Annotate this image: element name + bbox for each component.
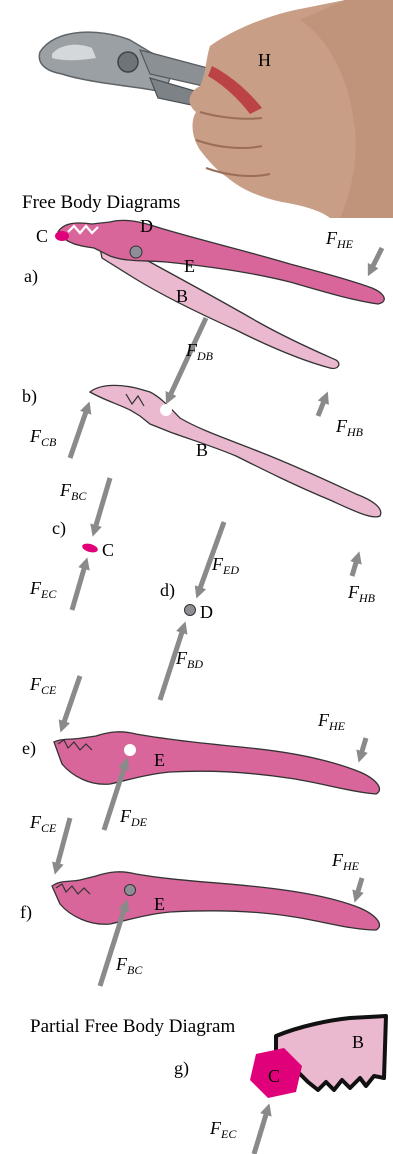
panel-d-force-F-ED: FED <box>211 554 239 577</box>
panel-e-handle-E <box>54 732 379 794</box>
panel-b-force-F-CB: FCB <box>29 426 57 449</box>
photo-pliers-pivot <box>118 52 138 72</box>
panel-g-force-F-EC: FEC <box>209 1118 237 1141</box>
pliers-photo: H <box>0 0 393 218</box>
panel-f-letter: f) <box>20 902 32 923</box>
panel-f: f) E FCE FBC FHE <box>20 812 379 986</box>
panel-f-force-F-CE: FCE <box>29 812 57 835</box>
panel-c-arrow-F-EC <box>72 562 86 610</box>
panel-a-label-E: E <box>184 256 195 276</box>
panel-c: c) C FBC FEC <box>29 478 114 610</box>
panel-g-letter: g) <box>174 1058 189 1079</box>
panel-b-arrow-F-CB <box>70 406 88 458</box>
partial-heading: Partial Free Body Diagram <box>30 1016 235 1037</box>
panel-e-hole-D <box>124 744 136 756</box>
panel-a-jaw-C <box>55 231 69 241</box>
panel-d-pin-D <box>185 605 196 616</box>
panel-c-jaw-C <box>81 542 99 554</box>
panel-e-force-F-HE: FHE <box>317 710 346 733</box>
panel-f-force-F-HE: FHE <box>331 850 360 873</box>
panel-g-label-C: C <box>268 1066 280 1086</box>
panel-g-arrow-F-EC <box>254 1108 268 1154</box>
panel-e-label-E: E <box>154 750 165 770</box>
panel-f-pin-D <box>125 885 136 896</box>
panel-g-label-B: B <box>352 1032 364 1052</box>
panel-e-force-F-CE: FCE <box>29 674 57 697</box>
panel-b-letter: b) <box>22 386 37 407</box>
panel-f-handle-E <box>52 872 379 930</box>
panel-a-force-F-HE: FHE <box>325 228 354 251</box>
panel-c-arrow-F-BC <box>94 478 110 532</box>
panel-b-handle-B <box>90 385 381 517</box>
panel-b-hole-D <box>160 404 172 416</box>
panel-e: e) E FCE FDE FHE <box>22 674 379 830</box>
panel-a-label-B: B <box>176 286 188 306</box>
panel-f-arrow-F-HE <box>356 878 362 898</box>
panel-a-label-C: C <box>36 226 48 246</box>
panel-f-arrow-F-CE <box>56 818 70 870</box>
panel-b-arrow-F-HB-lower <box>352 556 358 576</box>
panel-b-label-B: B <box>196 440 208 460</box>
panel-c-force-F-BC: FBC <box>59 480 87 503</box>
panel-d-letter: d) <box>160 580 175 601</box>
panel-e-force-F-DE: FDE <box>119 806 148 829</box>
panel-a: a) C D E B FHE <box>24 216 384 368</box>
panel-d: d) D FED FBD <box>160 522 239 700</box>
panel-d-force-F-BD: FBD <box>175 648 203 671</box>
panel-b-force-F-HB-lower: FHB <box>347 582 376 605</box>
panel-e-arrow-F-HE <box>360 738 366 758</box>
free-body-heading: Free Body Diagrams <box>22 192 180 213</box>
panel-a-pin-D <box>130 246 142 258</box>
panel-b-arrow-F-HB <box>318 396 326 416</box>
photo-label-H: H <box>258 50 271 70</box>
panel-c-letter: c) <box>52 518 66 539</box>
panel-b-force-F-DB: FDB <box>185 340 214 363</box>
panel-d-label-D: D <box>200 602 213 622</box>
panel-a-letter: a) <box>24 266 38 287</box>
panel-c-label-C: C <box>102 540 114 560</box>
panel-e-arrow-F-CE <box>62 676 80 728</box>
panel-b-force-F-HB: FHB <box>335 416 364 439</box>
panel-a-label-D: D <box>140 216 153 236</box>
panel-c-force-F-EC: FEC <box>29 578 57 601</box>
panel-f-label-E: E <box>154 894 165 914</box>
panel-f-force-F-BC: FBC <box>115 954 143 977</box>
panel-a-arrow-F-HE <box>370 248 382 272</box>
panel-e-letter: e) <box>22 738 36 759</box>
